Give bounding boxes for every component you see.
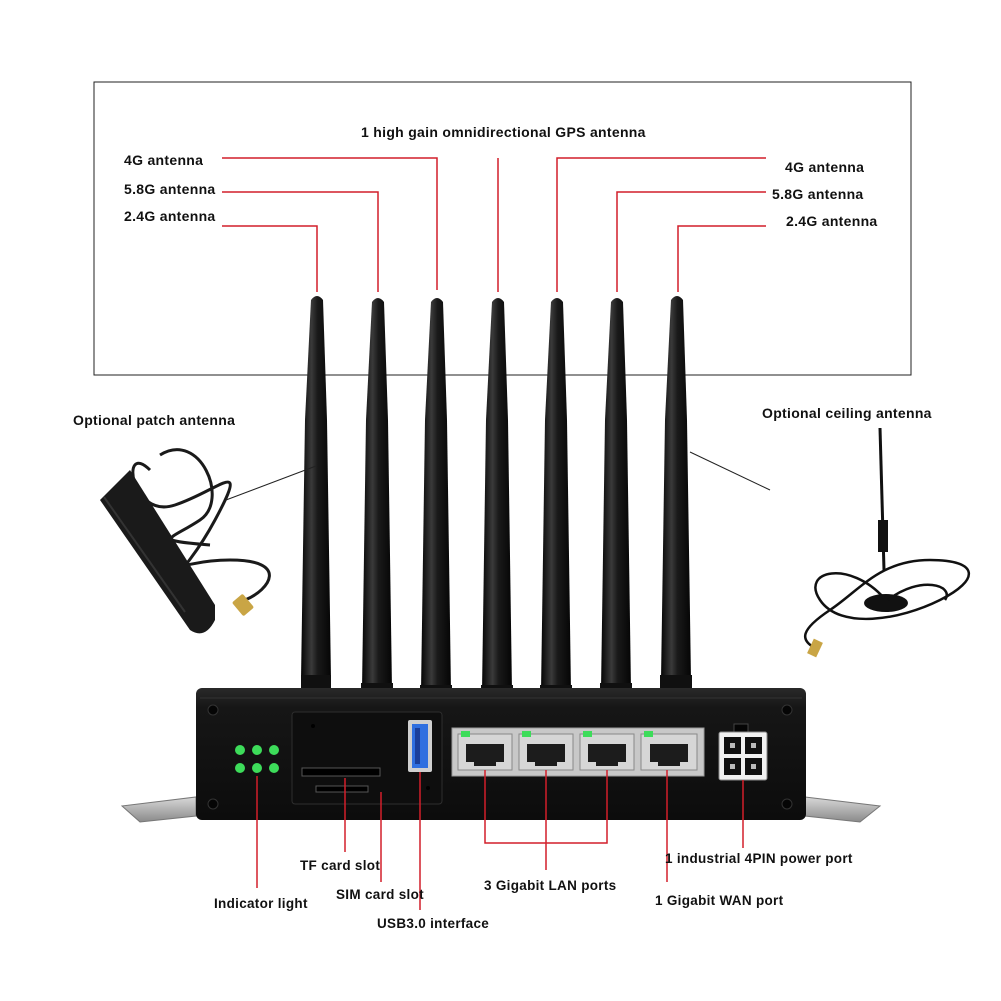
led-icon — [235, 763, 245, 773]
mounting-bracket-right — [804, 796, 882, 823]
leader-left-4g — [222, 157, 438, 290]
leader-right-58g — [616, 191, 766, 292]
antenna-5-8g-left — [361, 298, 393, 697]
antenna-2-4g-right — [660, 296, 692, 689]
lan-port-1 — [457, 731, 513, 771]
leader-lines-bottom — [256, 770, 744, 910]
label-lan-ports: 3 Gigabit LAN ports — [484, 878, 617, 893]
usb-port — [408, 720, 432, 772]
label-left-2-4g-antenna: 2.4G antenna — [124, 208, 216, 224]
screw-icon — [781, 704, 793, 716]
leader-left-24g — [222, 225, 318, 292]
antenna-4g-left — [420, 298, 452, 697]
led-icon — [235, 745, 245, 755]
antenna-5-8g-right — [600, 298, 632, 697]
patch-antenna-image — [100, 448, 317, 634]
leader-right-4g — [556, 157, 766, 292]
label-tf-card-slot: TF card slot — [300, 858, 381, 873]
ceiling-antenna-image — [689, 427, 971, 658]
label-patch-antenna: Optional patch antenna — [73, 412, 236, 428]
port-led-icon — [522, 731, 531, 737]
led-icon — [269, 745, 279, 755]
label-right-5-8g-antenna: 5.8G antenna — [772, 186, 864, 202]
power-connector — [718, 723, 768, 781]
antenna-4g-right — [540, 298, 572, 697]
label-ceiling-antenna: Optional ceiling antenna — [762, 405, 932, 421]
label-indicator-light: Indicator light — [214, 896, 308, 911]
screw-icon — [207, 798, 219, 810]
label-right-4g-antenna: 4G antenna — [785, 159, 865, 175]
lan-port-3 — [579, 731, 635, 771]
indicator-lights — [235, 745, 279, 773]
mounting-bracket-left — [120, 796, 197, 823]
leader-right-24g — [677, 225, 766, 292]
port-led-icon — [461, 731, 470, 737]
label-wan-port: 1 Gigabit WAN port — [655, 893, 784, 908]
label-usb-interface: USB3.0 interface — [377, 916, 490, 931]
antenna-2-4g-left — [301, 296, 331, 689]
lan-port-2 — [518, 731, 574, 771]
ethernet-port-panel — [451, 727, 705, 777]
leader-lines-top — [222, 157, 766, 292]
wan-port — [640, 731, 698, 771]
screw-icon — [207, 704, 219, 716]
label-right-2-4g-antenna: 2.4G antenna — [786, 213, 878, 229]
antenna-gps — [481, 298, 513, 697]
leader-lan — [484, 770, 608, 870]
led-icon — [252, 763, 262, 773]
label-power-port: 1 industrial 4PIN power port — [665, 851, 853, 866]
tf-card-slot — [301, 767, 381, 777]
port-led-icon — [644, 731, 653, 737]
sim-card-slot — [315, 785, 369, 793]
label-sim-card-slot: SIM card slot — [336, 887, 424, 902]
led-icon — [252, 745, 262, 755]
screw-icon — [781, 798, 793, 810]
label-gps-antenna: 1 high gain omnidirectional GPS antenna — [361, 124, 646, 140]
led-icon — [269, 763, 279, 773]
card-slot-panel — [291, 711, 443, 805]
label-left-4g-antenna: 4G antenna — [124, 152, 204, 168]
port-led-icon — [583, 731, 592, 737]
leader-left-58g — [222, 191, 379, 292]
label-left-5-8g-antenna: 5.8G antenna — [124, 181, 216, 197]
